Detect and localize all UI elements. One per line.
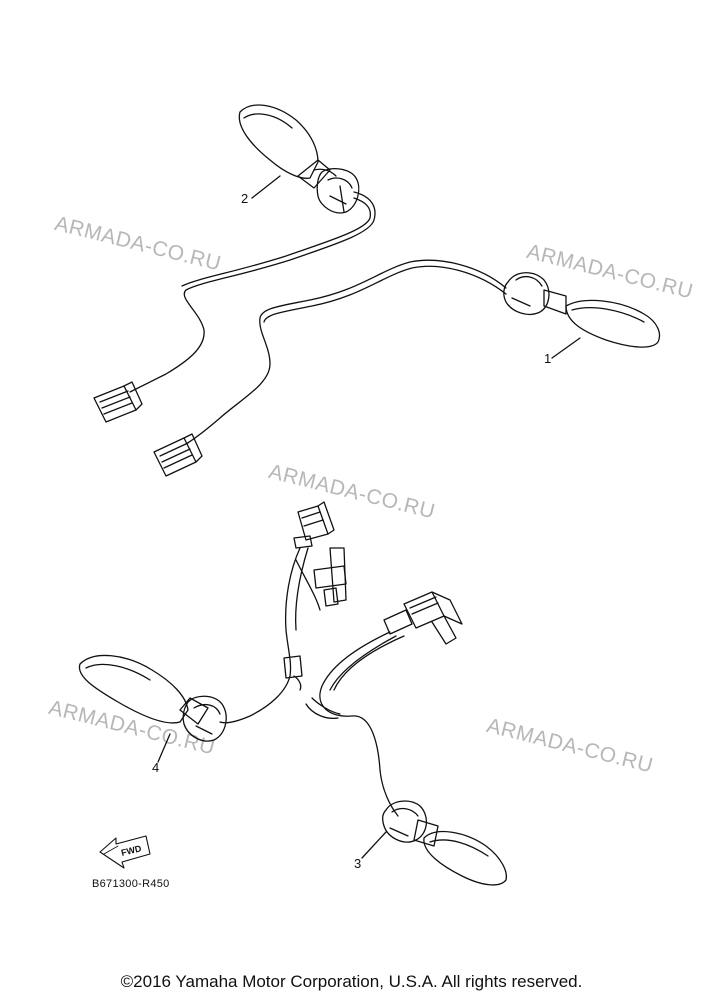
fwd-arrow-icon bbox=[99, 835, 151, 869]
callout-3: 3 bbox=[354, 856, 362, 871]
reference-code: B671300-R450 bbox=[92, 878, 170, 890]
callout-4: 4 bbox=[152, 760, 160, 775]
leader-line-3 bbox=[361, 831, 387, 859]
turn-signal-part-4 bbox=[78, 501, 347, 742]
fwd-label: FWD bbox=[120, 843, 143, 858]
turn-signal-part-1 bbox=[153, 259, 661, 477]
turn-signal-part-3 bbox=[305, 591, 508, 886]
copyright-notice: ©2016 Yamaha Motor Corporation, U.S.A. A… bbox=[120, 972, 583, 991]
leader-line-2 bbox=[251, 175, 281, 199]
leader-line-4 bbox=[157, 733, 171, 763]
callout-2: 2 bbox=[241, 191, 249, 206]
turn-signal-part-2 bbox=[93, 104, 376, 423]
callout-1: 1 bbox=[544, 351, 552, 366]
leader-line-1 bbox=[551, 337, 581, 359]
